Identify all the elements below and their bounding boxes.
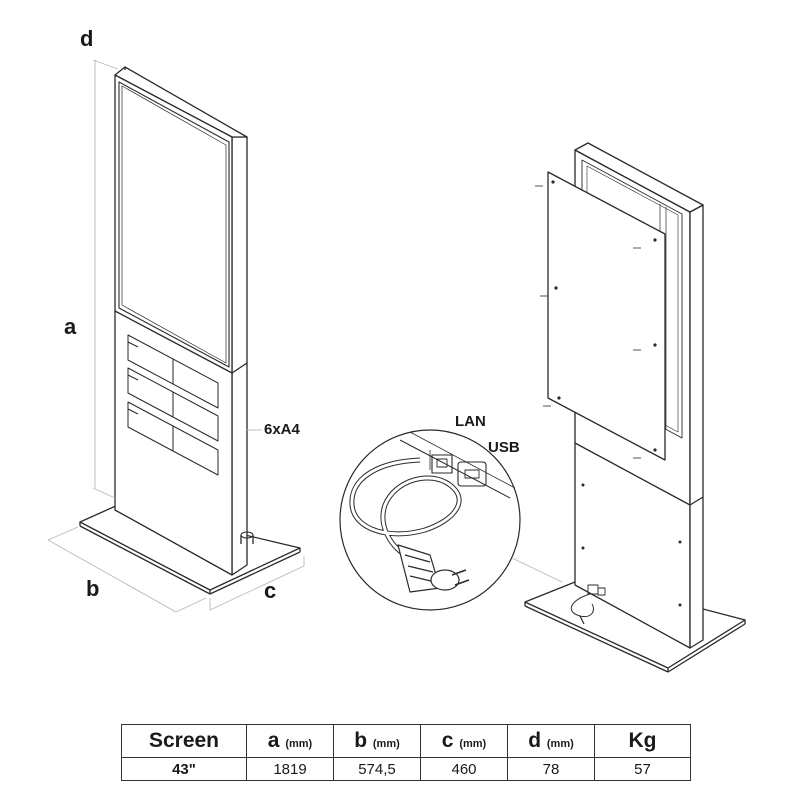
- connector-detail-zoom: [339, 429, 563, 611]
- cell-a: 1819: [246, 757, 334, 781]
- callout-brochure-holders: 6xA4: [264, 421, 300, 438]
- specifications-header-row: Screen a (mm) b (mm) c (mm) d (mm) Kg: [121, 724, 691, 758]
- cell-c: 460: [420, 757, 508, 781]
- dimension-label-b: b: [86, 576, 100, 601]
- kiosk-front-view: [47, 59, 305, 613]
- header-d: d (mm): [507, 724, 595, 758]
- specifications-table: Screen a (mm) b (mm) c (mm) d (mm) Kg 43…: [121, 724, 691, 781]
- cell-d: 78: [507, 757, 595, 781]
- header-kg: Kg: [594, 724, 691, 758]
- callout-usb: USB: [488, 439, 520, 456]
- dimension-label-a: a: [64, 314, 77, 339]
- kiosk-side-face: [231, 136, 248, 576]
- specifications-row: 43" 1819 574,5 460 78 57: [121, 757, 691, 781]
- brochure-holders: [127, 334, 219, 476]
- header-b: b (mm): [333, 724, 421, 758]
- cell-screen: 43": [121, 757, 247, 781]
- cell-b: 574,5: [333, 757, 421, 781]
- header-c: c (mm): [420, 724, 508, 758]
- dimension-label-c: c: [264, 578, 277, 603]
- header-a: a (mm): [246, 724, 334, 758]
- screen-panel: [118, 81, 230, 368]
- kiosk-rear-view: [524, 142, 746, 673]
- callout-lan: LAN: [455, 413, 486, 430]
- power-plug-graphic: [397, 544, 470, 593]
- kiosk-front-face: [114, 74, 233, 576]
- cell-kg: 57: [594, 757, 691, 781]
- usb-socket-graphic: [457, 461, 487, 487]
- dimension-label-d: d: [80, 26, 94, 51]
- rear-cover-panel: [547, 171, 666, 461]
- dimension-lines: [47, 59, 305, 613]
- lan-socket-graphic: [429, 450, 453, 474]
- header-screen: Screen: [121, 724, 247, 758]
